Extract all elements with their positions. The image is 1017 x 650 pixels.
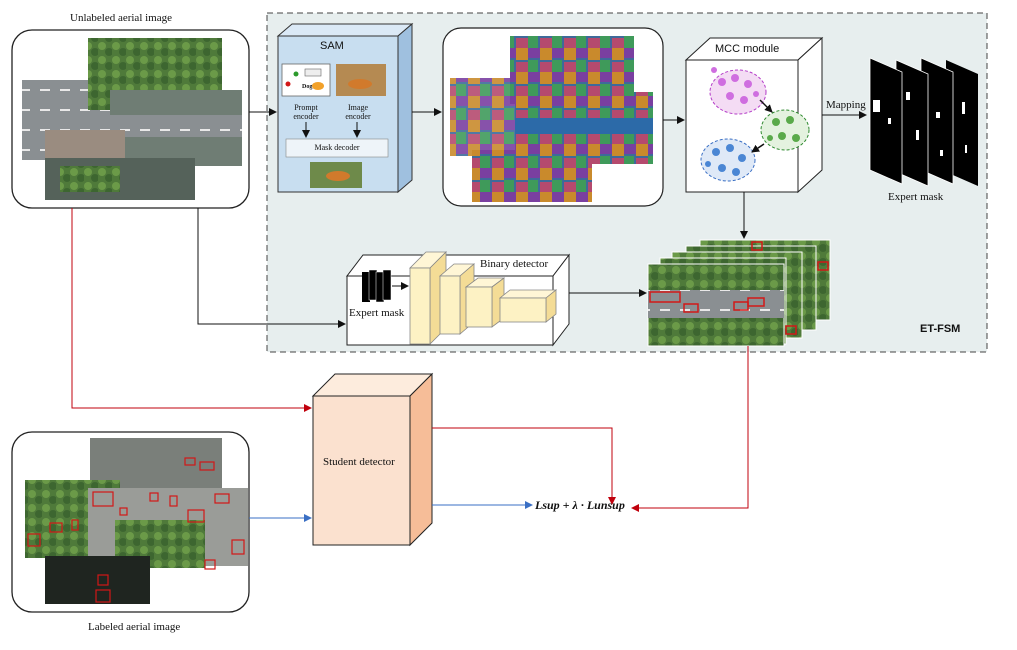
labeled-image-title: Labeled aerial image xyxy=(88,621,181,633)
et-fsm-label: ET-FSM xyxy=(920,323,961,335)
dog-label: Dog xyxy=(302,84,313,90)
expert-mask-label: Expert mask xyxy=(888,191,944,203)
prompt-encoder-label: Prompt encoder xyxy=(293,103,319,121)
unlabeled-image-collage xyxy=(22,38,242,200)
image-encoder-label: Image encoder xyxy=(345,103,371,121)
loss-formula: Lsup + λ · Lunsup xyxy=(535,498,625,512)
detection-result-stack xyxy=(647,239,831,347)
mapping-label: Mapping xyxy=(826,99,866,111)
expert-mask-stack xyxy=(869,57,978,187)
segmentation-collage xyxy=(450,36,653,202)
mcc-module-title: MCC module xyxy=(715,43,780,55)
labeled-image-collage xyxy=(25,438,248,604)
student-detector-box xyxy=(311,372,434,547)
sam-title: SAM xyxy=(320,40,344,52)
binary-expert-mask-label: Expert mask xyxy=(349,307,405,319)
binary-detector-box xyxy=(345,251,571,347)
unlabeled-image-title: Unlabeled aerial image xyxy=(70,12,173,24)
mcc-box-3d xyxy=(684,36,824,194)
mask-decoder-label: Mask decoder xyxy=(314,143,360,152)
student-detector-label: Student detector xyxy=(323,456,395,468)
binary-detector-title: Binary detector xyxy=(480,258,549,270)
sam-box-3d xyxy=(276,22,414,194)
